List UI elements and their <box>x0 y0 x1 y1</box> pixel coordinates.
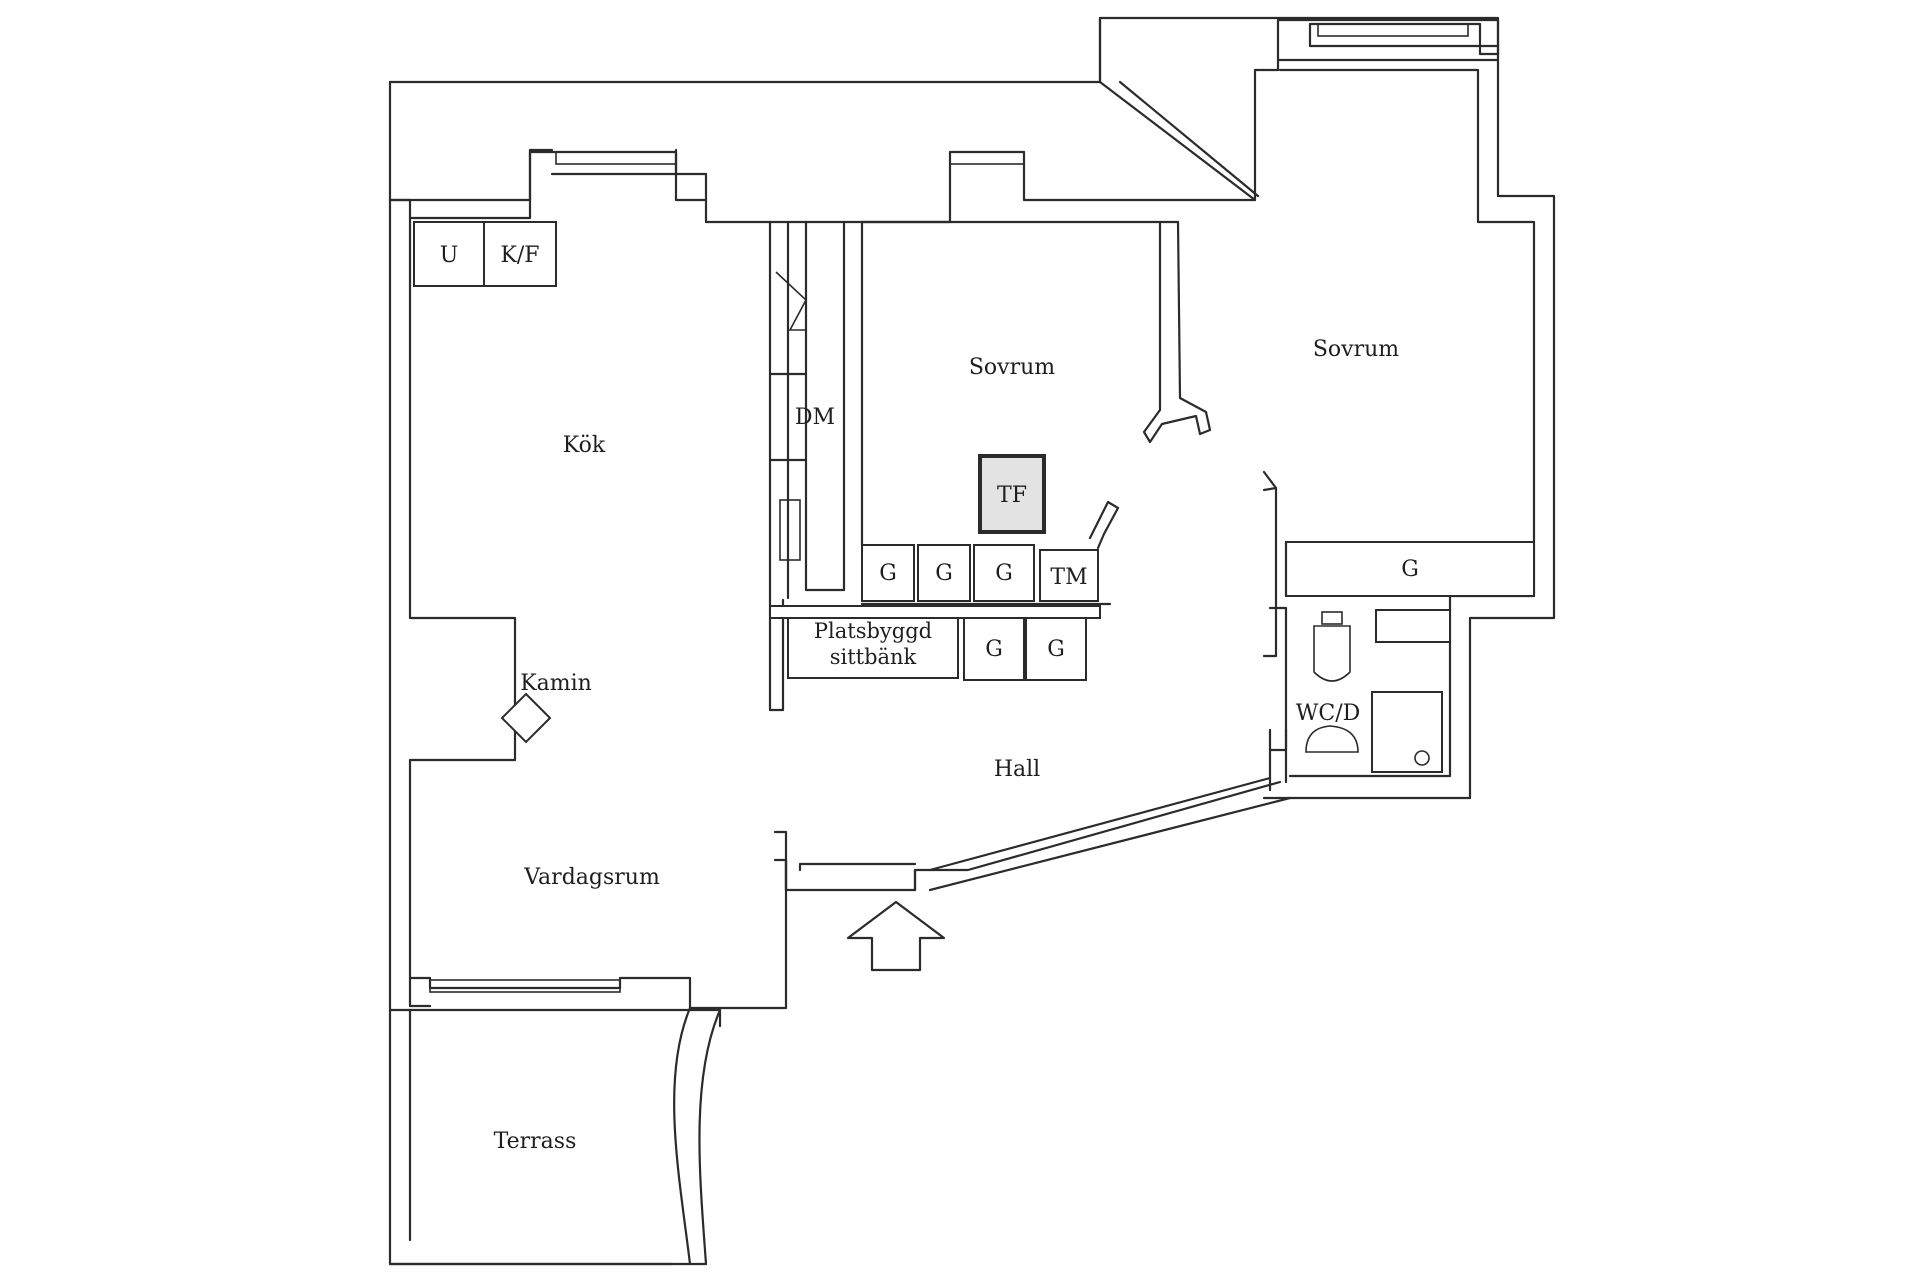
label-g-2: G <box>935 561 953 586</box>
toilet <box>1313 625 1351 682</box>
hall-entrance-wall-inner <box>798 862 917 872</box>
window-kok <box>555 151 677 165</box>
label-sovrum-left: Sovrum <box>969 355 1055 380</box>
window-vardagsrum <box>429 979 621 993</box>
label-kamin: Kamin <box>520 671 592 696</box>
corridor-wall-upper <box>928 776 1272 872</box>
kok-top-wall <box>408 148 554 220</box>
wardrobe-g-1 <box>861 544 915 602</box>
sovrum-left-wall-top <box>860 220 1212 444</box>
label-u: U <box>440 243 459 268</box>
outer-wall-left <box>388 80 412 1012</box>
label-kok: Kök <box>563 433 606 458</box>
label-g-right: G <box>1401 557 1419 582</box>
label-tm: TM <box>1050 565 1087 590</box>
terrass-curve-outer <box>673 1006 692 1266</box>
hall-entrance-wall <box>773 780 1282 892</box>
label-sovrum-right: Sovrum <box>1313 337 1399 362</box>
window-sovrum-right <box>1317 23 1469 37</box>
fridge-u <box>413 221 485 287</box>
label-tf: TF <box>997 483 1027 508</box>
label-kf: K/F <box>500 243 539 268</box>
terrass-curve-inner <box>698 1008 722 1266</box>
wardrobe-g-3 <box>973 544 1035 602</box>
label-terrass: Terrass <box>494 1129 577 1154</box>
label-g-1: G <box>879 561 897 586</box>
outer-wall-top-inner <box>388 150 1257 224</box>
wardrobe-g-5 <box>1025 617 1087 681</box>
door-jamb <box>1262 486 1278 492</box>
label-hall: Hall <box>994 757 1040 782</box>
label-g-5: G <box>1047 637 1065 662</box>
wc-sink <box>1305 725 1359 753</box>
entrance-arrow <box>846 900 946 972</box>
wardrobe-g-2 <box>917 544 971 602</box>
tm-box <box>1039 549 1099 602</box>
kamin-stove <box>500 692 552 744</box>
storage-zigzag <box>775 271 807 331</box>
diagonal-wall-inner <box>1118 80 1260 198</box>
label-sittbank-2: sittbänk <box>830 645 917 669</box>
kok-top-wall-2 <box>550 148 678 176</box>
sovrum-left-door <box>1088 500 1120 550</box>
shower <box>1371 691 1443 773</box>
wc-wall-left <box>1268 606 1288 752</box>
outer-wall-left-inner <box>388 198 517 1008</box>
sittbank-top <box>769 605 1101 619</box>
wardrobe-g-right <box>1285 541 1535 597</box>
outer-wall-diagonal <box>1098 58 1500 202</box>
storage-sink <box>779 499 801 561</box>
label-g-4: G <box>985 637 1003 662</box>
outer-wall-right-inner <box>1278 68 1536 778</box>
storage-column <box>804 220 846 592</box>
fridge-kf <box>483 221 557 287</box>
label-vardagsrum: Vardagsrum <box>523 865 660 890</box>
kok-right-wall <box>768 220 785 712</box>
label-sittbank-1: Platsbyggd <box>814 619 932 643</box>
tf-box <box>978 454 1046 534</box>
shower-drain <box>1414 750 1430 766</box>
vardagsrum-bottom-inner <box>408 1008 722 1028</box>
wc-cabinet <box>1375 609 1451 643</box>
label-wc: WC/D <box>1296 701 1361 726</box>
outer-wall-top <box>388 16 1500 84</box>
sittbank-box <box>787 617 959 679</box>
label-g-3: G <box>995 561 1013 586</box>
label-dm: DM <box>795 405 835 430</box>
corridor-wall-lower <box>928 796 1292 892</box>
wardrobe-g-4 <box>963 617 1025 681</box>
window-sovrum-left <box>949 151 1025 165</box>
toilet-tank <box>1321 611 1343 625</box>
sovrum-right-door <box>1262 470 1278 658</box>
outer-wall-right <box>1262 18 1556 800</box>
